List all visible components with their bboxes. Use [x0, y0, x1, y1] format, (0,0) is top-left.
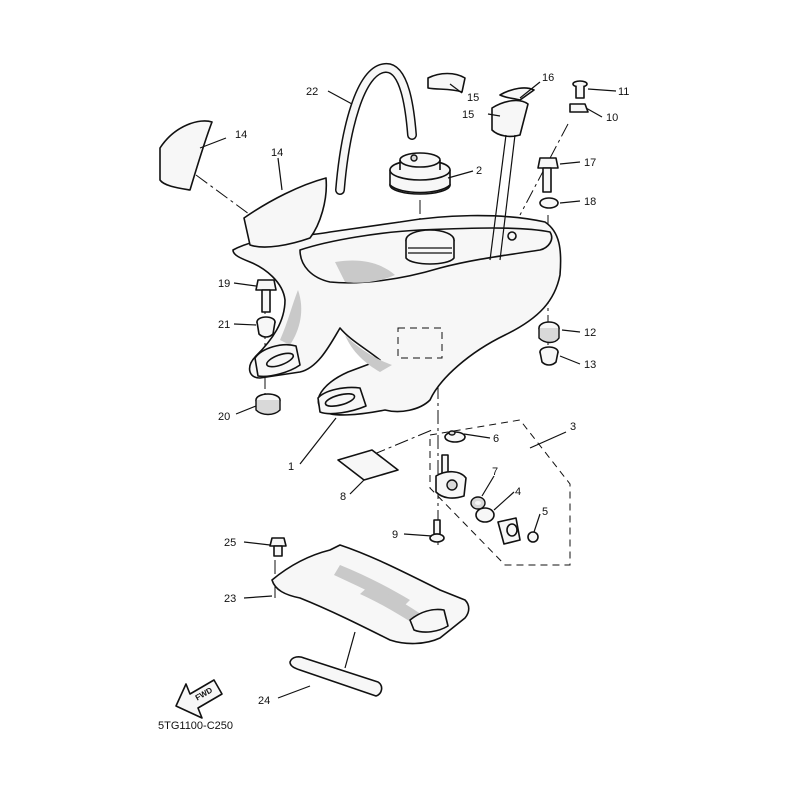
callout-6: 6 [493, 433, 499, 445]
damper-8 [337, 449, 399, 481]
lever-plate [497, 517, 521, 545]
washer-18 [539, 197, 559, 209]
callout-14a: 14 [235, 129, 247, 141]
callout-8: 8 [340, 491, 346, 503]
callout-numbers: 1 2 3 4 5 6 7 8 9 10 11 12 13 14 14 15 1… [218, 72, 629, 707]
callout-4: 4 [515, 486, 521, 498]
callout-14b: 14 [271, 147, 283, 159]
drawing-code: 5TG1100-C250 [158, 720, 233, 732]
o-ring-7 [470, 496, 486, 510]
breather-hose [335, 63, 417, 195]
callout-13: 13 [584, 359, 596, 371]
callout-1: 1 [288, 461, 294, 473]
collar-21 [256, 316, 276, 338]
bolt-25 [269, 537, 287, 557]
fuel-cap [389, 152, 451, 195]
fuel-tank [232, 214, 562, 416]
callout-15a: 15 [467, 92, 479, 104]
under-cover [271, 544, 470, 645]
callout-7: 7 [492, 466, 498, 478]
callout-2: 2 [476, 165, 482, 177]
callout-23: 23 [224, 593, 236, 605]
fuel-cock-assembly-outline [429, 419, 571, 566]
bolt-17 [537, 157, 559, 193]
gasket-4 [475, 507, 495, 523]
bolt-19 [255, 279, 277, 313]
callout-12: 12 [584, 327, 596, 339]
callout-17: 17 [584, 157, 596, 169]
screw-9 [429, 519, 445, 543]
tank-band [427, 72, 535, 261]
grommet-20 [255, 393, 281, 416]
callout-20: 20 [218, 411, 230, 423]
callout-10: 10 [606, 112, 618, 124]
callout-9: 9 [392, 529, 398, 541]
screw-5 [527, 531, 539, 543]
pad-24 [289, 656, 383, 697]
leader-lines [199, 81, 617, 699]
callout-15b: 15 [462, 109, 474, 121]
callout-24: 24 [258, 695, 270, 707]
grommet-12 [538, 321, 560, 344]
callout-3: 3 [570, 421, 576, 433]
callout-19: 19 [218, 278, 230, 290]
bolt-11 [572, 80, 588, 99]
callout-21: 21 [218, 319, 230, 331]
collar-13 [539, 346, 559, 366]
nut-10 [569, 103, 589, 113]
fwd-arrow-icon [175, 679, 223, 719]
callout-25: 25 [224, 537, 236, 549]
callout-22: 22 [306, 86, 318, 98]
callout-5: 5 [542, 506, 548, 518]
pad-center [243, 177, 328, 248]
callout-16: 16 [542, 72, 554, 84]
callout-18: 18 [584, 196, 596, 208]
callout-11: 11 [618, 86, 629, 98]
fuel-cock [435, 430, 467, 499]
pad-left [159, 120, 213, 191]
